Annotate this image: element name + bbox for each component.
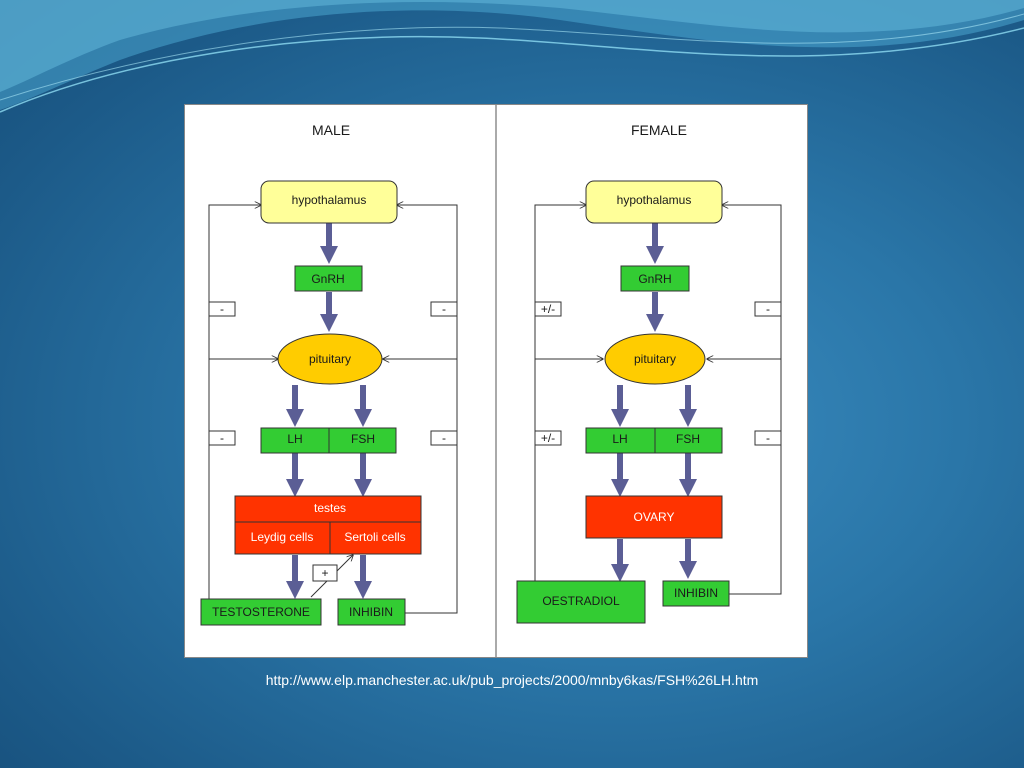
male-leydig-cells: Leydig cells — [251, 530, 314, 544]
male-testosterone-node — [200, 598, 322, 626]
female-lh-node — [585, 427, 656, 454]
svg-text:GnRH: GnRH — [311, 272, 344, 286]
male-feedback-left-upper — [208, 301, 236, 317]
female-feedback-left-upper — [534, 301, 562, 317]
svg-text:+/-: +/- — [541, 431, 555, 445]
svg-text:pituitary: pituitary — [309, 352, 351, 366]
male-feedback-left-lower — [208, 430, 236, 446]
svg-text:+/-: +/- — [541, 302, 555, 316]
svg-text:LH: LH — [612, 432, 627, 446]
svg-text:testes: testes — [314, 501, 346, 515]
male-plus-label — [312, 564, 338, 582]
svg-text:INHIBIN: INHIBIN — [349, 605, 393, 619]
male-feedback-right-lower — [430, 430, 458, 446]
svg-text:-: - — [442, 431, 446, 445]
female-fsh-node — [654, 427, 723, 454]
svg-text:-: - — [766, 431, 770, 445]
male-hypothalamus-node — [260, 180, 398, 224]
svg-text:GnRH: GnRH — [638, 272, 671, 286]
svg-text:pituitary: pituitary — [634, 352, 676, 366]
svg-text:LH: LH — [287, 432, 302, 446]
male-lh-node — [260, 427, 330, 454]
svg-text:TESTOSTERONE: TESTOSTERONE — [212, 605, 310, 619]
male-inhibin-node — [337, 598, 406, 626]
female-hypothalamus-node — [585, 180, 723, 224]
male-heading: MALE — [312, 122, 350, 138]
svg-text:INHIBIN: INHIBIN — [674, 586, 718, 600]
svg-text:FSH: FSH — [676, 432, 700, 446]
svg-text:hypothalamus: hypothalamus — [617, 193, 692, 207]
female-heading: FEMALE — [631, 122, 687, 138]
female-ovary-node — [585, 495, 723, 539]
female-feedback-right-lower — [754, 430, 782, 446]
svg-text:-: - — [220, 302, 224, 316]
male-diagram: MALE - - - - hypoth — [200, 122, 458, 626]
hormone-feedback-diagram: MALE - - - - hypoth — [184, 104, 808, 658]
male-fsh-node — [328, 427, 397, 454]
female-pituitary-node — [604, 333, 706, 385]
svg-text:FSH: FSH — [351, 432, 375, 446]
svg-text:OESTRADIOL: OESTRADIOL — [542, 594, 620, 608]
svg-text:+: + — [321, 566, 328, 580]
male-pituitary-node — [277, 333, 383, 385]
svg-text:-: - — [220, 431, 224, 445]
svg-text:-: - — [766, 302, 770, 316]
female-feedback-right-upper — [754, 301, 782, 317]
female-feedback-left-lower — [534, 430, 562, 446]
male-feedback-right-upper — [430, 301, 458, 317]
female-diagram: FEMALE +/- - +/- - hypothalamus G — [516, 122, 782, 624]
female-oestradiol-node — [516, 580, 646, 624]
source-url-link[interactable]: http://www.elp.manchester.ac.uk/pub_proj… — [265, 672, 759, 688]
svg-text:OVARY: OVARY — [634, 510, 675, 524]
male-sertoli-cells: Sertoli cells — [344, 530, 405, 544]
female-gnrh-node — [620, 265, 690, 292]
male-testes-node — [234, 495, 422, 555]
male-gnrh-node — [294, 265, 363, 292]
background-waves — [0, 0, 1024, 113]
svg-text:hypothalamus: hypothalamus — [292, 193, 367, 207]
svg-text:-: - — [442, 302, 446, 316]
female-inhibin-node — [662, 580, 730, 607]
